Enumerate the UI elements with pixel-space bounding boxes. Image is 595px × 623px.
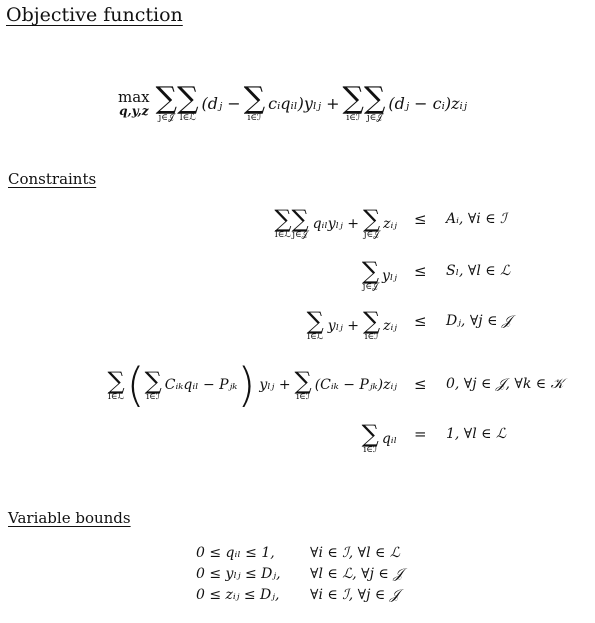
constraint-3-relation: ≤ bbox=[414, 312, 427, 330]
objective-term2: (dⱼ − cᵢ)zᵢⱼ bbox=[388, 94, 467, 113]
bounds-block: 0 ≤ qᵢₗ ≤ 1,∀i ∈ ℐ, ∀l ∈ ℒ 0 ≤ yₗⱼ ≤ Dⱼ,… bbox=[196, 545, 403, 608]
sum-j: ∑j∈𝒥 bbox=[155, 81, 178, 123]
constraint-5-rhs: 1, ∀l ∈ ℒ bbox=[446, 426, 507, 442]
constraint-1-lhs: ∑l∈ℒ ∑j∈𝒥 qᵢₗyₗⱼ + ∑j∈𝒥 zᵢⱼ bbox=[274, 205, 397, 240]
constraint-4-relation: ≤ bbox=[414, 375, 427, 393]
bounds-heading: Variable bounds bbox=[8, 509, 131, 527]
constraint-2-relation: ≤ bbox=[414, 262, 427, 280]
objective-heading: Objective function bbox=[6, 4, 183, 26]
sum-l: ∑l∈ℒ bbox=[177, 81, 199, 123]
bound-row-q: 0 ≤ qᵢₗ ≤ 1,∀i ∈ ℐ, ∀l ∈ ℒ bbox=[196, 545, 400, 561]
constraint-1-rhs: Aᵢ, ∀i ∈ ℐ bbox=[446, 211, 507, 227]
sum-i: ∑i∈ℐ bbox=[243, 81, 266, 123]
constraint-2-rhs: Sₗ, ∀l ∈ ℒ bbox=[446, 263, 511, 279]
constraint-5-relation: = bbox=[414, 425, 427, 443]
objective-formula: max q,y,z ∑j∈𝒥 ∑l∈ℒ (dⱼ − ∑i∈ℐ cᵢqᵢₗ)yₗⱼ… bbox=[118, 84, 467, 123]
constraint-4-lhs: ∑l∈ℒ ( ∑i∈ℐ Cᵢₖqᵢₗ − Pⱼₖ ) yₗⱼ + ∑i∈ℐ (C… bbox=[107, 358, 398, 412]
max-operator: max q,y,z bbox=[118, 88, 150, 118]
objective-term1-open: (dⱼ − bbox=[201, 94, 241, 113]
constraint-4-rhs: 0, ∀j ∈ 𝒥, ∀k ∈ 𝒦 bbox=[446, 376, 564, 392]
sum-j-2: ∑j∈𝒥 bbox=[363, 81, 386, 123]
constraint-3-lhs: ∑l∈ℒ yₗⱼ + ∑i∈ℐ zᵢⱼ bbox=[306, 307, 397, 342]
sum-i-2: ∑i∈ℐ bbox=[342, 81, 364, 123]
objective-term1-inner: cᵢqᵢₗ)yₗⱼ + bbox=[268, 94, 340, 113]
bound-row-z: 0 ≤ zᵢⱼ ≤ Dⱼ,∀i ∈ ℐ, ∀j ∈ 𝒥 bbox=[196, 587, 400, 603]
max-vars: q,y,z bbox=[119, 104, 149, 118]
constraint-3-rhs: Dⱼ, ∀j ∈ 𝒥 bbox=[446, 313, 512, 329]
constraint-2-lhs: ∑j∈𝒥 yₗⱼ bbox=[361, 257, 397, 292]
max-label: max bbox=[118, 88, 150, 106]
bound-row-y: 0 ≤ yₗⱼ ≤ Dⱼ,∀l ∈ ℒ, ∀j ∈ 𝒥 bbox=[196, 566, 403, 582]
constraint-1-relation: ≤ bbox=[414, 210, 427, 228]
constraint-5-lhs: ∑i∈ℐ qᵢₗ bbox=[361, 420, 397, 455]
constraints-heading: Constraints bbox=[8, 170, 97, 188]
